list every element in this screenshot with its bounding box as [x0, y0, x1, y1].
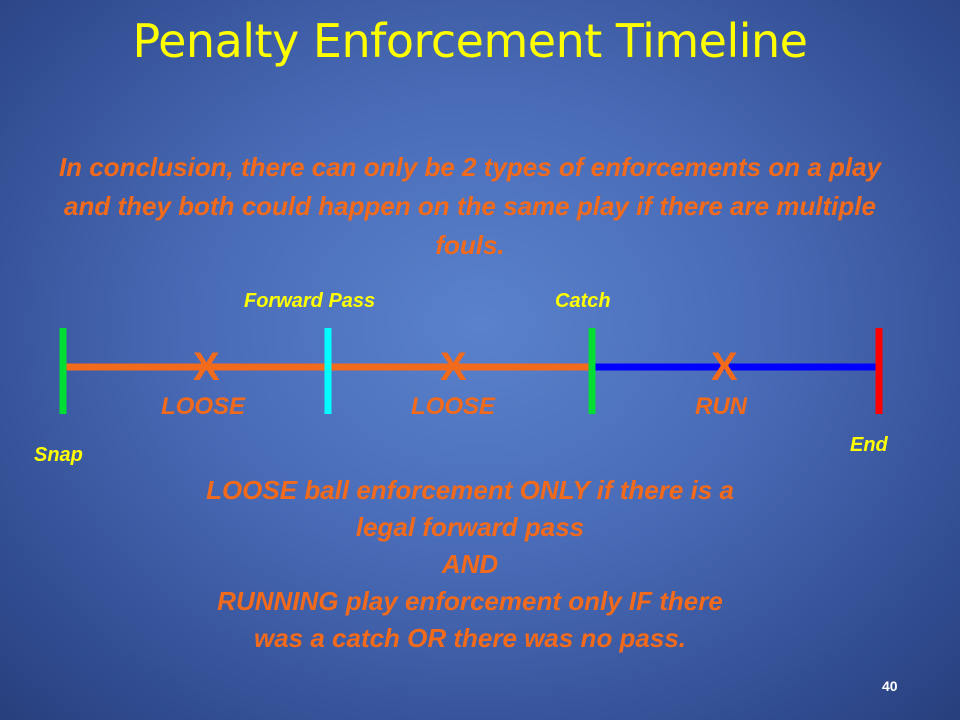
forward-pass-label: Forward Pass	[244, 290, 376, 312]
conclusion-text: In conclusion, there can only be 2 types…	[58, 152, 882, 260]
explanation-line-5: was a catch OR there was no pass.	[253, 623, 687, 653]
end-label: End	[850, 434, 888, 456]
snap-label: Snap	[34, 444, 83, 466]
explanation-line-4: RUNNING play enforcement only IF there	[217, 586, 723, 616]
explanation-line-3: AND	[441, 549, 499, 579]
foul-mark-2: X	[440, 345, 467, 389]
segment-label-run: RUN	[695, 393, 747, 420]
enforcement-explanation: LOOSE ball enforcement ONLY if there is …	[100, 472, 840, 657]
segment-label-loose-1: LOOSE	[161, 393, 246, 420]
explanation-line-1: LOOSE ball enforcement ONLY if there is …	[206, 475, 734, 505]
segment-label-loose-2: LOOSE	[411, 393, 496, 420]
slide-number: 40	[882, 678, 898, 694]
catch-label: Catch	[555, 290, 611, 312]
slide-title: Penalty Enforcement Timeline	[132, 14, 808, 68]
explanation-line-2: legal forward pass	[355, 512, 585, 542]
foul-mark-1: X	[193, 345, 220, 389]
foul-mark-3: X	[711, 345, 738, 389]
